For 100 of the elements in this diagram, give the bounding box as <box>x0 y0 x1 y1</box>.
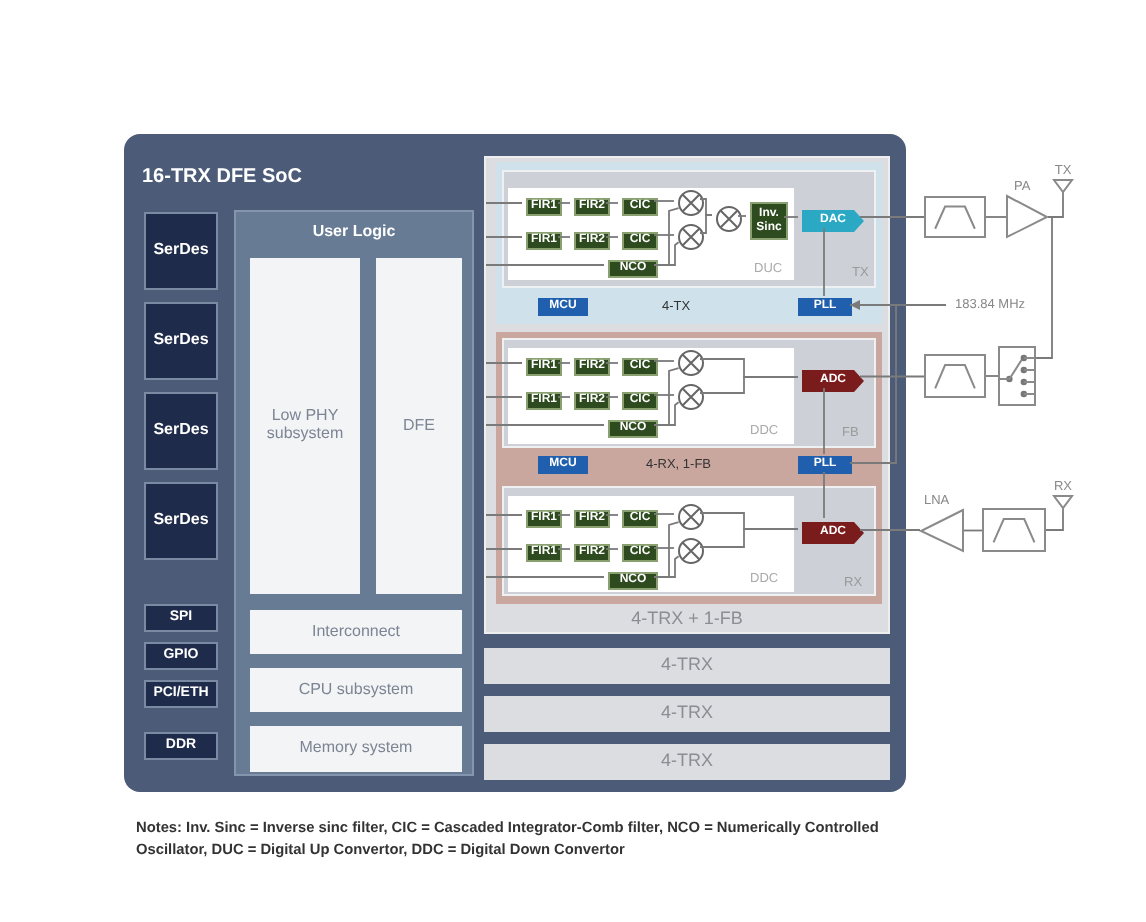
dsp-block <box>622 544 658 562</box>
bandpass-filter-symbol <box>924 196 986 238</box>
transceiver-bar <box>484 744 890 780</box>
block-label: 4-TRX <box>660 656 713 676</box>
rx-fb-block <box>496 332 882 604</box>
connector-line <box>653 394 675 396</box>
mixer-symbol <box>678 504 704 530</box>
mixer-symbol <box>678 190 704 216</box>
dsp-block <box>608 260 658 278</box>
control-block <box>538 456 588 474</box>
mixer-symbol <box>678 384 704 410</box>
block-label: CPU subsystem <box>298 681 414 699</box>
transceiver-bar <box>484 648 890 684</box>
connector-line <box>557 514 571 516</box>
subsystem-block <box>250 610 462 654</box>
connector-line <box>605 396 619 398</box>
connector-line <box>653 513 675 515</box>
antenna-symbol <box>1050 164 1076 198</box>
converter-symbol <box>802 522 864 544</box>
connector-line <box>557 236 571 238</box>
interface-block <box>144 212 218 290</box>
connector-line <box>485 264 605 266</box>
connector-line <box>605 236 619 238</box>
subsystem-block <box>250 726 462 772</box>
control-block <box>538 298 588 316</box>
transceiver-panel <box>484 156 890 634</box>
dsp-block <box>608 572 658 590</box>
connector-line <box>653 360 675 362</box>
connector-line <box>485 514 523 516</box>
dsp-block <box>526 232 562 250</box>
dsp-block <box>574 392 610 410</box>
panel-title: User Logic <box>310 224 398 242</box>
dsp-block <box>526 544 562 562</box>
control-block <box>798 456 852 474</box>
bandpass-filter-symbol <box>982 508 1046 552</box>
block-label: Low PHY subsystem <box>264 408 346 444</box>
dsp-block <box>608 420 658 438</box>
dsp-block <box>526 392 562 410</box>
control-block <box>798 298 852 316</box>
block-label: Interconnect <box>311 623 401 641</box>
connector-line <box>823 471 825 519</box>
dsp-block <box>622 232 658 250</box>
connector-line <box>737 215 747 217</box>
connector-line <box>485 236 523 238</box>
connector-line <box>605 548 619 550</box>
block-label: SerDes <box>153 242 209 260</box>
interface-block <box>144 392 218 470</box>
connector-line <box>1047 197 1064 218</box>
block-label: SerDes <box>153 332 209 350</box>
connector-line <box>485 576 605 578</box>
dsp-block <box>574 544 610 562</box>
block-label: 4-TRX <box>660 752 713 772</box>
interface-block <box>144 642 218 670</box>
dsp-block <box>622 392 658 410</box>
connector-line <box>485 396 523 398</box>
amplifier-symbol <box>920 494 964 552</box>
chain-panel <box>502 338 876 448</box>
block-label: 4-TRX <box>660 704 713 724</box>
connector-line <box>653 547 675 549</box>
bandpass-filter-symbol <box>924 354 986 398</box>
connector-line <box>557 548 571 550</box>
connector-line <box>605 362 619 364</box>
block-label: DFE <box>403 417 435 435</box>
block-label: Memory system <box>299 740 413 758</box>
mixer-symbol <box>678 224 704 250</box>
connector-line <box>557 396 571 398</box>
connector-line <box>699 214 713 234</box>
connector-line <box>485 548 523 550</box>
interface-block <box>144 302 218 380</box>
subsystem-block <box>250 668 462 712</box>
connector-line <box>859 375 925 378</box>
dsp-block <box>622 198 658 216</box>
mixer-symbol <box>716 206 742 232</box>
connector-line <box>859 216 925 218</box>
connector-line <box>823 387 825 455</box>
block-label: SerDes <box>153 512 209 530</box>
connector-line <box>859 529 921 531</box>
converter-symbol <box>802 210 864 232</box>
mixer-symbol <box>678 350 704 376</box>
connector-line <box>605 202 619 204</box>
dsp-block <box>574 358 610 376</box>
logic-panel <box>234 210 474 776</box>
panel-label: 4-TRX + 1-FB <box>629 610 745 630</box>
connector-line <box>605 514 619 516</box>
converter-panel <box>508 496 794 592</box>
connector-line <box>485 202 523 204</box>
connector-line <box>485 362 523 364</box>
subsystem-block <box>250 258 360 594</box>
antenna-symbol <box>1050 480 1076 512</box>
connector-line <box>823 227 825 297</box>
interface-block <box>144 482 218 560</box>
dsp-block <box>622 510 658 528</box>
chip-title: 16-TRX DFE SoC <box>142 166 303 188</box>
dsp-block <box>526 510 562 528</box>
connector-line <box>1045 511 1064 531</box>
dsp-block <box>574 198 610 216</box>
dsp-block <box>574 232 610 250</box>
dsp-block <box>526 358 562 376</box>
converter-panel <box>508 188 794 280</box>
block-label: SerDes <box>153 422 209 440</box>
